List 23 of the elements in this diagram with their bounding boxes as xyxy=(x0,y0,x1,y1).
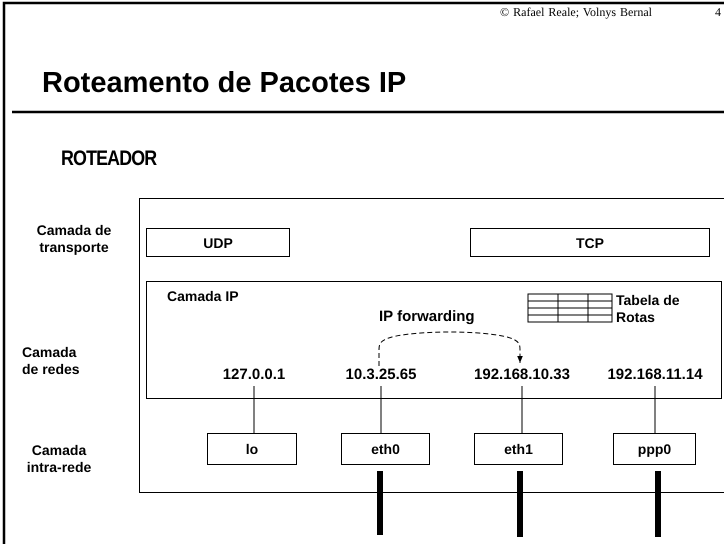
router-box xyxy=(139,198,724,493)
layer-label: Camada de transporte xyxy=(36,222,112,256)
connector-line xyxy=(380,386,382,434)
interface-box: lo xyxy=(207,433,297,465)
interface-box: eth0 xyxy=(341,433,430,465)
ip-address: 127.0.0.1 xyxy=(200,366,308,386)
page-number: 4 xyxy=(715,4,721,21)
arrow xyxy=(378,332,523,366)
ip-address: 10.3.25.65 xyxy=(325,366,437,386)
ip-address: 192.168.11.14 xyxy=(595,366,715,386)
edge-label: IP forwarding xyxy=(378,308,476,325)
section-heading: ROTEADOR xyxy=(61,146,156,172)
layer-label: Camada intra-rede xyxy=(26,442,92,476)
title: Roteamento de Pacotes IP xyxy=(42,66,406,100)
copyright-note: © Rafael Reale; Volnys Bernal xyxy=(500,4,652,21)
layer-box: TCP xyxy=(470,228,710,257)
ip-address: 192.168.10.33 xyxy=(462,366,582,386)
connector-line xyxy=(654,386,656,434)
interface-box: ppp0 xyxy=(613,433,696,465)
layer-label: Camada de redes xyxy=(21,344,81,378)
interface-box: eth1 xyxy=(474,433,563,465)
layer-box: UDP xyxy=(146,228,290,257)
table-label: Tabela de Rotas xyxy=(616,292,681,326)
